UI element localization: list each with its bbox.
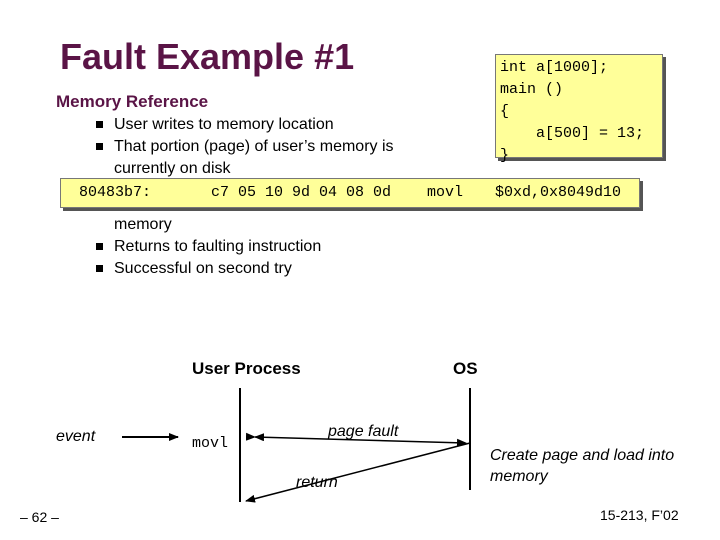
page-fault-label: page fault (328, 423, 399, 440)
bullet-item: Successful on second try (96, 258, 436, 280)
bullet-text: User writes to memory location (114, 116, 334, 133)
bullet-text: Successful on second try (114, 260, 292, 277)
disasm-bytes: c7 05 10 9d 04 08 0d (211, 184, 392, 201)
page-fault-line (245, 432, 466, 444)
disasm-address: 80483b7: (79, 184, 152, 201)
bullet-item: User writes to memory location (96, 114, 436, 136)
movl-label: movl (192, 435, 229, 452)
code-line: int a[1000]; (500, 59, 609, 76)
bullet-list-top: User writes to memory location That port… (96, 114, 436, 180)
event-label: event (56, 428, 96, 445)
bullet-text: That portion (page) of user’s memory is … (114, 138, 394, 177)
disassembly-box: 80483b7: c7 05 10 9d 04 08 0d movl $0xd,… (60, 178, 640, 208)
bullet-square-icon (96, 121, 103, 128)
bullet-square-icon (96, 243, 103, 250)
disasm-mnemonic: movl (427, 184, 464, 201)
user-process-label: User Process (192, 359, 301, 378)
bullet-text: Returns to faulting instruction (114, 238, 322, 255)
code-line: a[500] = 13; (500, 125, 645, 142)
code-box: int a[1000]; main () { a[500] = 13; } (495, 54, 663, 164)
code-line: } (500, 147, 510, 164)
bullet-square-icon (96, 265, 103, 272)
bullet-item: That portion (page) of user’s memory is … (96, 136, 436, 180)
return-label: return (296, 474, 338, 491)
code-line: { (500, 103, 510, 120)
section-heading: Memory Reference (56, 92, 209, 111)
bullet-item: Returns to faulting instruction (96, 236, 436, 258)
os-label: OS (453, 359, 478, 378)
bullet-square-icon (96, 143, 103, 150)
course-label: 15-213, F’02 (600, 507, 679, 523)
disasm-operands: $0xd,0x8049d10 (495, 184, 622, 201)
slide-title: Fault Example #1 (60, 36, 355, 77)
page-number: – 62 – (20, 509, 59, 525)
return-arrow (245, 442, 471, 503)
code-line: main () (500, 81, 564, 98)
os-action-label: Create page and load into memory (490, 447, 675, 485)
